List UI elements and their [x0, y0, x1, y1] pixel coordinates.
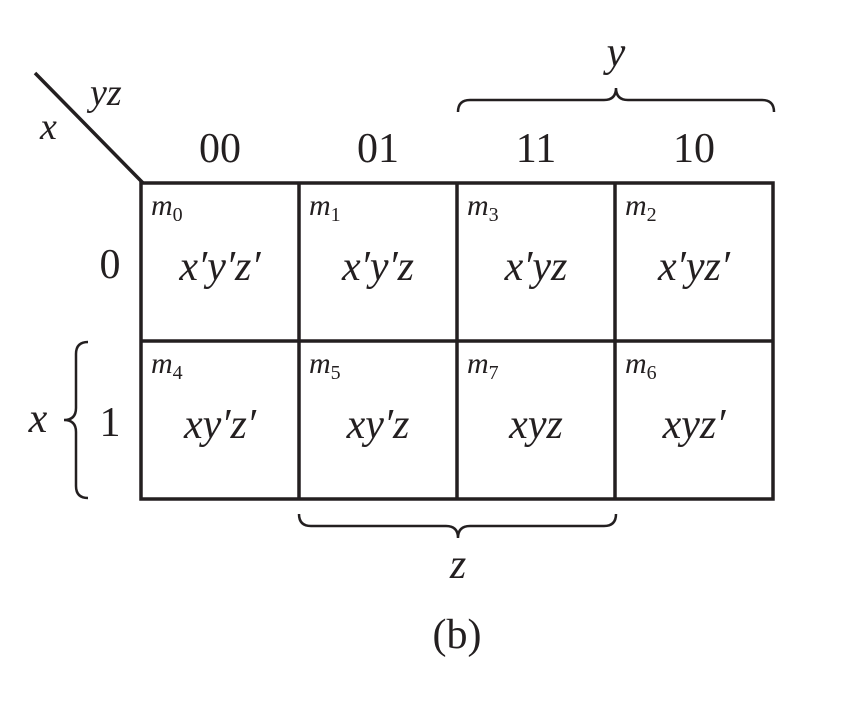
- minterm-label: m7: [467, 347, 499, 384]
- map-cell: m2 x′yz′: [625, 189, 731, 290]
- map-cell: m3 x′yz: [467, 189, 567, 290]
- map-grid: [139, 181, 775, 501]
- row-header: 1: [100, 400, 121, 446]
- minterm-expression: x′yz: [504, 244, 568, 290]
- left-brace-label: x: [28, 396, 48, 442]
- column-header: 11: [516, 126, 556, 172]
- map-cell: m1 x′y′z: [309, 189, 414, 290]
- figure-caption: (b): [433, 612, 482, 658]
- minterm-expression: xy′z′: [183, 402, 257, 448]
- minterm-expression: x′y′z: [341, 244, 414, 290]
- column-header: 10: [673, 126, 715, 172]
- map-cell: m6 xyz′: [625, 347, 726, 448]
- column-header: 01: [357, 126, 399, 172]
- column-headers: 00 01 11 10: [199, 126, 715, 172]
- minterm-expression: xy′z: [346, 402, 410, 448]
- bottom-brace: [297, 513, 618, 539]
- row-headers: 0 1: [100, 242, 121, 446]
- minterm-label: m3: [467, 189, 499, 226]
- minterm-label: m4: [151, 347, 183, 384]
- top-brace: [456, 87, 776, 113]
- minterm-label: m1: [309, 189, 341, 226]
- left-brace: [63, 340, 89, 500]
- map-cells: m0 x′y′z′ m1 x′y′z m3 x′yz m2 x′yz′ m4 x…: [151, 189, 731, 448]
- bottom-brace-label: z: [449, 542, 466, 588]
- map-cell: m7 xyz: [467, 347, 563, 448]
- minterm-expression: x′y′z′: [178, 244, 261, 290]
- minterm-expression: x′yz′: [657, 244, 731, 290]
- corner-diagonal: [33, 71, 145, 185]
- minterm-label: m5: [309, 347, 341, 384]
- column-header: 00: [199, 126, 241, 172]
- map-cell: m4 xy′z′: [151, 347, 257, 448]
- minterm-expression: xyz: [508, 402, 563, 448]
- minterm-expression: xyz′: [662, 402, 727, 448]
- minterm-label: m0: [151, 189, 183, 226]
- map-cell: m0 x′y′z′: [151, 189, 261, 290]
- row-header: 0: [100, 242, 121, 288]
- minterm-label: m6: [625, 347, 657, 384]
- corner-col-variable: yz: [86, 72, 122, 114]
- minterm-label: m2: [625, 189, 657, 226]
- top-brace-label: y: [603, 30, 626, 76]
- corner-row-variable: x: [39, 106, 57, 148]
- map-cell: m5 xy′z: [309, 347, 409, 448]
